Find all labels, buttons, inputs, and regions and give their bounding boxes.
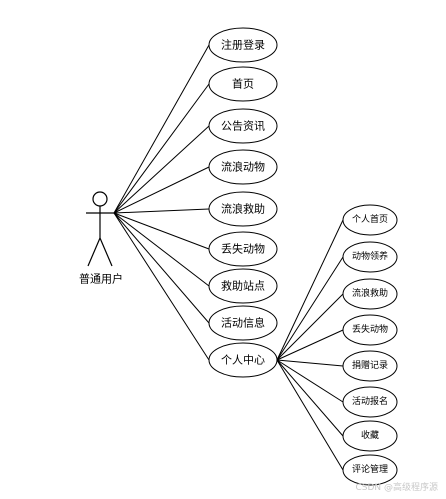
use-case: 流浪救助 [208,191,278,227]
use-case-label: 收藏 [361,429,379,441]
use-case-label: 注册登录 [221,38,265,52]
use-case-ellipse [208,108,278,144]
personal-center-use-case: 流浪救助 [342,278,398,310]
association-line [113,44,210,214]
use-case-ellipse [342,454,398,486]
association-line [276,329,344,361]
use-case-label: 首页 [232,77,254,91]
use-case-label: 活动报名 [352,395,388,407]
use-case-ellipse [342,350,398,382]
actor-right-leg [99,237,113,267]
personal-center-use-case: 评论管理 [342,454,398,486]
personal-center-use-case: 收藏 [342,420,398,452]
use-case-ellipse [208,149,278,185]
use-case: 流浪动物 [208,149,278,185]
association-line [113,83,210,214]
use-case-ellipse [208,305,278,341]
association-line [113,212,210,287]
use-case-ellipse [342,420,398,452]
association-line [113,212,210,361]
use-case: 丢失动物 [208,231,278,267]
actor: 普通用户 [79,191,123,286]
use-case-label: 公告资讯 [221,120,265,133]
use-case-ellipse [208,342,278,378]
association-line [276,359,344,367]
use-case-label: 流浪动物 [221,160,265,174]
actor-head [92,191,108,207]
use-case-label: 动物领养 [352,250,388,262]
association-line [276,219,344,361]
personal-center-use-case: 活动报名 [342,386,398,418]
use-case-label: 个人中心 [221,354,265,367]
personal-center-use-case: 丢失动物 [342,314,398,346]
association-lines [113,44,344,471]
use-case-ellipse [342,314,398,346]
use-case-ellipse [208,27,278,63]
personal-center-use-case: 捐赠记录 [342,350,398,382]
use-case-ellipse [342,386,398,418]
association-line [276,359,344,471]
association-line [113,125,210,214]
use-case-ellipse [208,66,278,102]
use-case-label: 活动信息 [221,316,265,330]
use-case: 个人中心 [208,342,278,378]
use-case: 首页 [208,66,278,102]
association-line [276,293,344,361]
association-line [276,256,344,361]
actor-label: 普通用户 [79,272,123,286]
use-case-ellipse [208,231,278,267]
use-case-label: 捐赠记录 [352,359,388,371]
use-case-ellipse [342,278,398,310]
personal-center-use-case: 动物领养 [342,241,398,273]
use-case-ellipse [342,204,398,236]
use-case-label: 个人首页 [352,213,388,225]
association-line [113,208,210,214]
use-case-label: 流浪救助 [352,287,388,299]
use-case: 注册登录 [208,27,278,63]
use-case-label: 流浪救助 [221,202,265,216]
use-case-ellipse [208,268,278,304]
personal-center-use-case: 个人首页 [342,204,398,236]
use-case: 活动信息 [208,305,278,341]
use-case-label: 丢失动物 [352,323,388,335]
use-case-label: 丢失动物 [221,242,265,256]
use-case-label: 救助站点 [221,279,265,293]
association-line [113,166,210,214]
association-line [113,212,210,324]
association-line [113,212,210,250]
use-case-ellipse [208,191,278,227]
use-case-ellipse [342,241,398,273]
association-line [276,359,344,437]
use-case-label: 评论管理 [352,463,388,475]
association-line [276,359,344,403]
watermark: CSDN @高级程序源 [355,481,438,493]
actor-left-leg [87,237,101,267]
use-case: 救助站点 [208,268,278,304]
use-case: 公告资讯 [208,108,278,144]
